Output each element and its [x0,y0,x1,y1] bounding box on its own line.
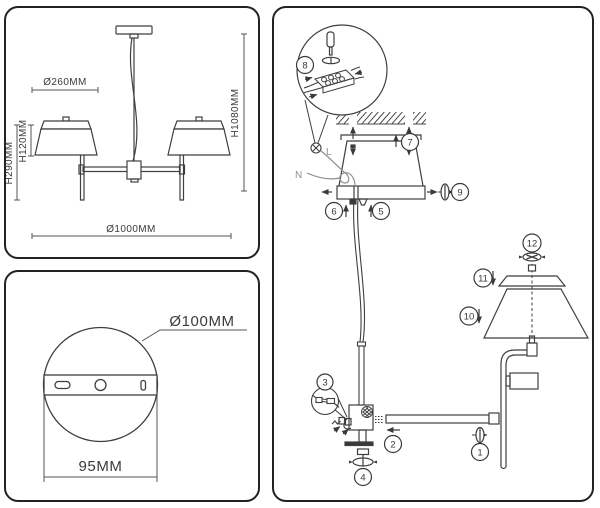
step-label-9: 9 [457,187,462,198]
center-body [126,160,142,180]
tube-end-connector [488,412,500,425]
part-number-5 [371,201,391,221]
center-body-assembly [331,404,384,467]
dim-lamp-height: H290MM [6,142,15,185]
step-label-11: 11 [478,273,488,284]
supply-wires [306,150,356,187]
shade-top-ring [497,275,567,287]
part-number-texts: 1 2 3 4 5 6 7 8 9 10 11 12 [302,60,537,483]
dim-overall-height: H1080MM [230,89,241,138]
dimension-drawing-panel: Ø260MM H290MM H120MM H1080MM Ø1000MM [4,6,260,259]
screwdriver-icon [326,31,335,56]
dim-shade-diameter: Ø260MM [43,77,87,88]
mount-plate-panel: Ø100MM 95MM [4,270,260,502]
part-number-9 [450,182,470,202]
threaded-nipple [358,198,368,206]
dim-mount-spacing: 95MM [78,458,122,475]
part-number-labels [295,55,542,487]
connector-detail-bubble [310,386,348,421]
canopy-crossbar [336,185,426,200]
ceiling-canopy-plate [115,25,153,35]
lamp-socket [509,372,539,390]
left-shade [34,116,98,156]
part-number-3 [316,373,334,391]
hanging-wire [129,37,138,162]
terminal-detail-bubble [296,24,388,144]
part-number-1 [470,442,490,462]
stem-rod [358,345,365,406]
step-label-10: 10 [464,311,475,322]
part-number-7 [400,132,420,152]
screw-washer-icon [321,56,341,65]
dimension-lines [14,33,247,239]
wire-label-neutral: N [295,170,302,181]
strain-relief-block [349,198,357,205]
curved-arm-assembly [500,335,539,470]
dim-plate-diameter: Ø100MM [169,313,234,330]
chandelier-dimension-svg: Ø260MM H290MM H120MM H1080MM Ø1000MM [6,25,247,239]
part-number-10 [459,306,479,326]
shade-finial-wing-nut [519,252,545,262]
right-shade [167,116,231,156]
drop-wires-and-rod [353,198,367,406]
shade-ferrule [527,264,537,272]
assembly-svg: L N [295,24,590,487]
plate-dimensions [43,329,247,482]
right-upright-rod [179,152,185,201]
horizontal-tube [385,412,500,425]
terminal-screw [310,142,322,154]
canopy-cup [338,140,424,187]
step-label-8: 8 [302,60,307,71]
mount-plate-svg: Ø100MM 95MM [42,313,247,482]
finial-nut [356,448,370,456]
thumbscrew-1 [472,426,488,444]
step-label-12: 12 [527,238,538,249]
dim-overall-width: Ø1000MM [106,224,156,235]
part-number-12 [522,233,542,253]
left-upright-rod [79,152,85,201]
finial-wing-nut [349,454,377,467]
mount-bracket-strip [43,374,158,396]
step-label-5: 5 [378,206,383,217]
assembly-diagram-panel: L N [272,6,594,502]
part-number-11 [473,268,493,288]
step-label-1: 1 [477,447,482,458]
plug-connector-icon [312,394,340,408]
thumbscrew-9 [438,183,454,201]
shade-assembly [483,252,590,339]
center-hole [94,378,107,392]
wire-label-live: L [326,147,332,158]
step-label-2: 2 [390,439,395,450]
bottom-cover-plate [344,441,374,447]
threaded-stub [375,416,384,423]
step-label-4: 4 [360,472,365,483]
lamp-shade [483,288,590,339]
wire-connector [331,416,352,436]
step-label-6: 6 [331,206,336,217]
ceiling-hatch [336,111,426,125]
hub-body [348,404,374,431]
chandelier-drawing [34,25,231,201]
coiled-wire-knob [361,406,373,418]
right-slot [140,379,147,391]
step-indicators [321,134,496,444]
part-number-8 [295,55,315,75]
part-number-6 [324,201,344,221]
mount-plate-drawing [42,326,159,443]
shade-stub [526,342,538,357]
left-slot [54,380,71,390]
step-label-3: 3 [322,377,327,388]
step-label-7: 7 [407,137,412,148]
dim-shade-height: H120MM [18,120,29,163]
mount-bracket [340,134,422,140]
terminal-block-icon [302,66,365,100]
part-number-4 [353,467,373,487]
part-number-2 [383,434,403,454]
